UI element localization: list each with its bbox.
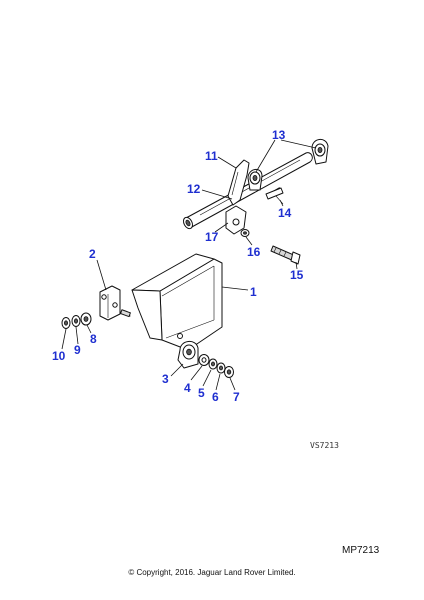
callout-1: 1 — [250, 285, 257, 299]
callout-6: 6 — [212, 390, 219, 404]
bolt-15 — [270, 245, 301, 265]
screw-14 — [265, 187, 284, 205]
callout-3: 3 — [162, 372, 169, 386]
callout-11: 11 — [205, 149, 218, 163]
washer-10 — [61, 317, 71, 329]
callout-17: 17 — [205, 230, 219, 244]
callout-16: 16 — [247, 245, 261, 259]
callout-5: 5 — [198, 386, 205, 400]
callout-13: 13 — [272, 128, 286, 142]
cross-tube — [185, 152, 313, 229]
callout-4: 4 — [184, 381, 191, 395]
callout-2: 2 — [89, 247, 96, 261]
clip-13-middle — [247, 169, 263, 191]
nut-7 — [224, 366, 234, 378]
nut-8 — [80, 312, 92, 326]
spacer-4 — [198, 354, 210, 366]
callouts: 1 2 3 4 5 6 7 8 9 10 11 12 13 14 15 16 1… — [52, 128, 304, 404]
drawing-code: VS7213 — [310, 441, 339, 450]
clamp-3 — [177, 341, 199, 369]
main-bracket-lower-flange — [131, 289, 163, 341]
leader-lines — [61, 139, 317, 391]
clip-13-end — [311, 139, 329, 165]
callout-8: 8 — [90, 332, 97, 346]
reference-code: MP7213 — [342, 545, 380, 556]
washer-6 — [216, 362, 226, 374]
copyright-notice: © Copyright, 2016. Jaguar Land Rover Lim… — [128, 568, 296, 577]
small-bracket-2 — [99, 285, 131, 321]
cross-tube-assembly — [182, 139, 329, 237]
callout-15: 15 — [290, 268, 304, 282]
tube-end-left-hole — [185, 219, 191, 227]
washer-9 — [71, 315, 81, 327]
callout-9: 9 — [74, 343, 81, 357]
main-bracket — [131, 253, 223, 351]
callout-10: 10 — [52, 349, 66, 363]
callout-12: 12 — [187, 182, 201, 196]
upper-mounting-bracket — [227, 159, 250, 206]
callout-14: 14 — [278, 206, 292, 220]
washer-5 — [208, 358, 218, 370]
callout-7: 7 — [233, 390, 240, 404]
washer-16 — [240, 229, 250, 237]
